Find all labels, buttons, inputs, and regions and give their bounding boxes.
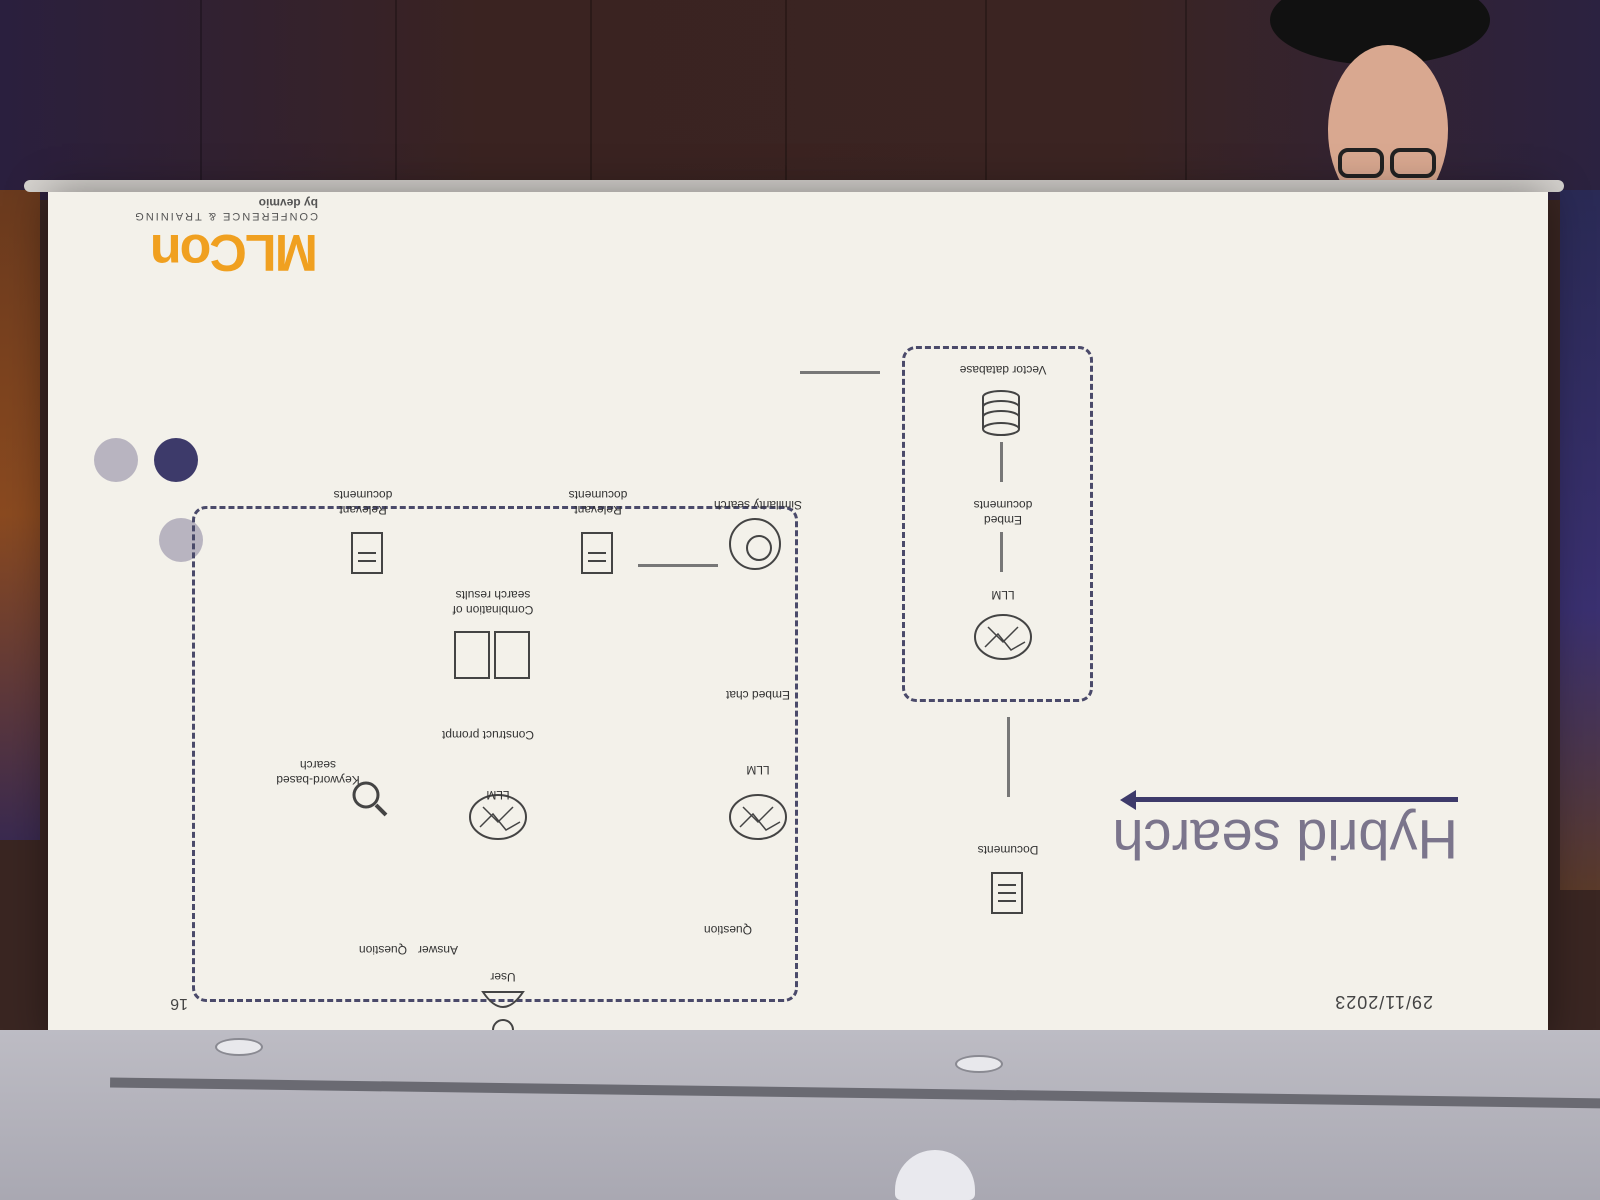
slide-title: Hybrid search <box>1112 808 1458 871</box>
wall-panel-seam <box>785 0 787 200</box>
logo-by: by devmio <box>258 196 318 210</box>
brain-network-icon <box>729 794 787 840</box>
floor-light <box>955 1055 1003 1073</box>
page-number: 16 <box>170 995 188 1012</box>
floor-light <box>215 1038 263 1056</box>
question-label-to-keyword: Question <box>358 943 408 957</box>
question-label-to-llm: Question <box>703 923 753 937</box>
arrow-documents-to-llm <box>1007 717 1010 797</box>
keyword-search-label: Keyword-based search <box>276 758 360 787</box>
arrow-similarity-to-docs <box>638 564 718 567</box>
relevant-documents-label: Relevant documents <box>333 488 393 517</box>
logo-tagline: CONFERENCE & TRAINING <box>133 210 318 222</box>
user-label: User <box>490 970 516 984</box>
llm-label: LLM <box>991 588 1015 602</box>
slide: Hybrid search 29/11/2023 16 MLCon CONFER… <box>48 192 1548 1042</box>
projection-screen: Hybrid search 29/11/2023 16 MLCon CONFER… <box>48 192 1548 1042</box>
wall-panel-seam <box>985 0 987 200</box>
stage-floor <box>0 1030 1600 1200</box>
brain-network-icon <box>974 614 1032 660</box>
llm-embed-label: LLM <box>746 763 770 777</box>
wall-panel-seam <box>395 0 397 200</box>
brain-network-icon <box>469 794 527 840</box>
logo-wordmark: MLCon <box>151 223 318 281</box>
wall-panel-seam <box>200 0 202 200</box>
similarity-search-label: Similarity search <box>713 498 803 512</box>
title-arrowhead <box>1120 790 1136 810</box>
wall-panel-seam <box>1185 0 1187 200</box>
decor-circle-dark <box>154 438 198 482</box>
combination-label: Combination of search results <box>452 588 534 617</box>
combined-documents-icon <box>454 631 530 679</box>
documents-icon <box>991 872 1023 914</box>
relevant-documents-icon <box>581 532 613 574</box>
magnifier-icon <box>352 781 388 817</box>
documents-label: Documents <box>977 843 1039 857</box>
projection-screen-rail <box>24 180 1564 192</box>
right-wall-edge <box>1560 190 1600 890</box>
vector-database-label: Vector database <box>959 363 1047 377</box>
slide-date: 29/11/2023 <box>1334 992 1433 1012</box>
llm-answer-label: LLM <box>486 788 510 802</box>
relevant-documents-icon <box>351 532 383 574</box>
embed-documents-label: Embed documents <box>973 498 1033 527</box>
title-arrow-line <box>1128 797 1458 802</box>
arrow-embed-to-db <box>1000 442 1003 482</box>
conference-logo: MLCon CONFERENCE & TRAINING by devmio <box>133 196 318 282</box>
similarity-search-icon <box>729 518 781 570</box>
database-icon <box>982 390 1020 436</box>
arrow-llm-to-embed <box>1000 532 1003 572</box>
decor-circle-light <box>94 438 138 482</box>
relevant-documents-label: Relevant documents <box>568 488 628 517</box>
construct-prompt-label: Construct prompt <box>441 728 535 742</box>
presenter-head <box>1270 0 1490 225</box>
arrow-db-to-similarity <box>800 371 880 374</box>
wall-panel-seam <box>590 0 592 200</box>
embed-chat-label: Embed chat <box>725 688 791 702</box>
left-wall-edge <box>0 190 40 840</box>
